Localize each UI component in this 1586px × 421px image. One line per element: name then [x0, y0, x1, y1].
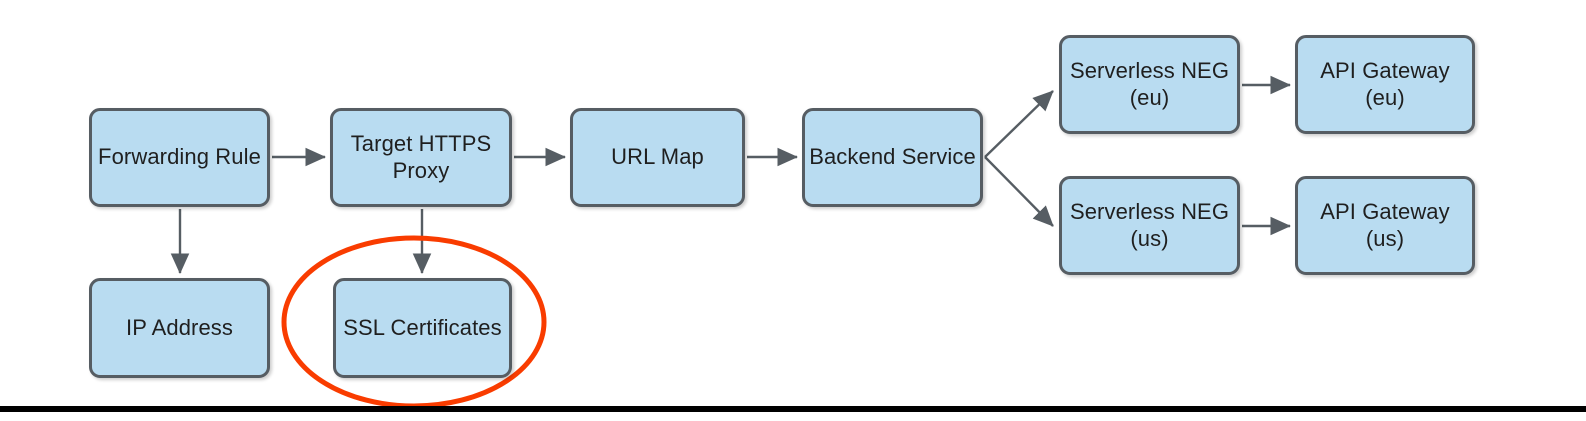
node-forwarding-rule[interactable]: Forwarding Rule — [89, 108, 270, 207]
node-label-url-map: URL Map — [611, 144, 704, 170]
node-backend-service[interactable]: Backend Service — [802, 108, 983, 207]
node-label-api-gateway-eu: API Gateway (eu) — [1320, 57, 1450, 110]
node-serverless-neg-eu[interactable]: Serverless NEG (eu) — [1059, 35, 1240, 134]
node-target-https-proxy[interactable]: Target HTTPS Proxy — [330, 108, 512, 207]
node-label-backend-service: Backend Service — [809, 144, 976, 170]
node-ip-address[interactable]: IP Address — [89, 278, 270, 378]
node-label-ip-address: IP Address — [126, 314, 233, 340]
node-api-gateway-eu[interactable]: API Gateway (eu) — [1295, 35, 1475, 134]
node-label-serverless-neg-eu: Serverless NEG (eu) — [1069, 57, 1230, 110]
bottom-divider-bar — [0, 406, 1586, 412]
edge-backend-to-neg-us — [984, 156, 1054, 227]
node-label-forwarding-rule: Forwarding Rule — [98, 144, 261, 170]
node-ssl-certificates[interactable]: SSL Certificates — [333, 278, 512, 378]
node-label-serverless-neg-us: Serverless NEG (us) — [1069, 198, 1230, 251]
node-url-map[interactable]: URL Map — [570, 108, 745, 207]
node-label-target-https-proxy: Target HTTPS Proxy — [350, 130, 492, 183]
node-serverless-neg-us[interactable]: Serverless NEG (us) — [1059, 176, 1240, 275]
node-label-ssl-certificates: SSL Certificates — [343, 314, 502, 340]
edge-backend-to-neg-eu — [984, 90, 1054, 158]
node-api-gateway-us[interactable]: API Gateway (us) — [1295, 176, 1475, 275]
node-label-api-gateway-us: API Gateway (us) — [1320, 198, 1450, 251]
